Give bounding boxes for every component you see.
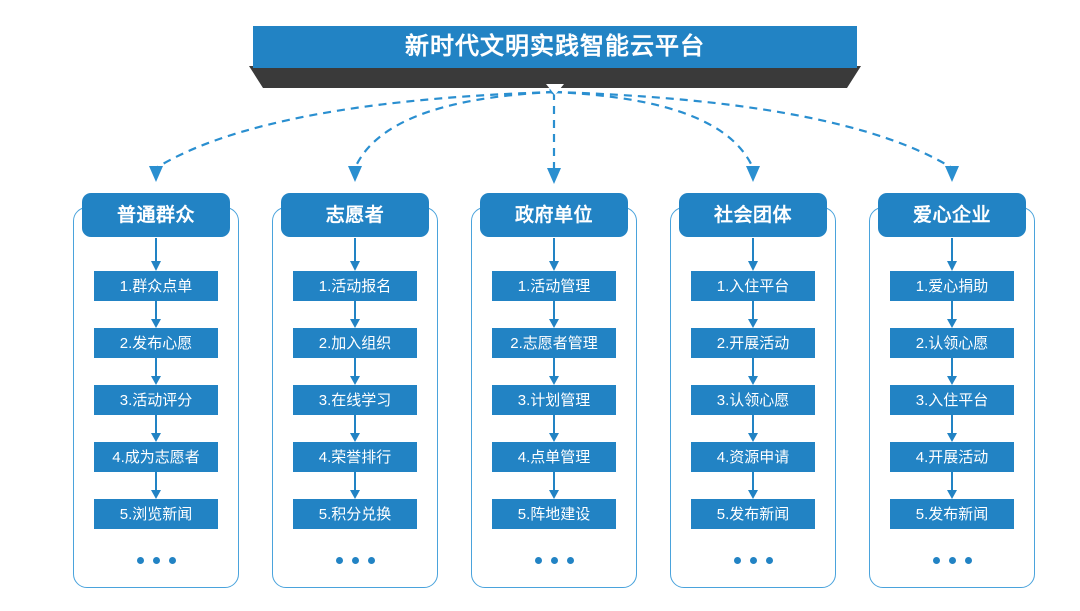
link-arrowhead-4 bbox=[746, 166, 760, 182]
flow-item[interactable]: 2.加入组织 bbox=[293, 328, 417, 358]
down-arrow-icon bbox=[747, 472, 759, 499]
flow-item[interactable]: 3.入住平台 bbox=[890, 385, 1014, 415]
flow-item[interactable]: 3.认领心愿 bbox=[691, 385, 815, 415]
flow-item[interactable]: 1.爱心捐助 bbox=[890, 271, 1014, 301]
down-arrow-icon bbox=[747, 358, 759, 385]
down-arrow-icon bbox=[150, 415, 162, 442]
flow-item[interactable]: 1.入住平台 bbox=[691, 271, 815, 301]
down-arrow-icon bbox=[946, 358, 958, 385]
down-arrow-icon bbox=[349, 415, 361, 442]
down-arrow-icon bbox=[946, 301, 958, 328]
column-header-3[interactable]: 政府单位 bbox=[480, 193, 628, 237]
flow-item[interactable]: 5.发布新闻 bbox=[890, 499, 1014, 529]
column-header-4[interactable]: 社会团体 bbox=[679, 193, 827, 237]
column-items-1: 1.群众点单 2.发布心愿 3.活动评分 4.成为志愿者 5.浏览新闻 bbox=[94, 271, 218, 577]
down-caret-icon bbox=[546, 84, 564, 95]
link-arrowhead-5 bbox=[945, 166, 959, 182]
down-arrow-icon bbox=[946, 472, 958, 499]
more-items-ellipsis bbox=[932, 543, 972, 577]
flow-item[interactable]: 1.活动管理 bbox=[492, 271, 616, 301]
down-arrow-icon bbox=[349, 358, 361, 385]
flow-item[interactable]: 3.计划管理 bbox=[492, 385, 616, 415]
link-arrowhead-3 bbox=[547, 168, 561, 184]
column-header-label: 爱心企业 bbox=[912, 204, 991, 226]
link-to-column-2 bbox=[353, 90, 555, 169]
connector-links bbox=[149, 85, 959, 184]
flow-item[interactable]: 5.阵地建设 bbox=[492, 499, 616, 529]
header-to-first-item-arrow-3 bbox=[548, 238, 560, 271]
column-header-label: 社会团体 bbox=[713, 204, 792, 226]
column-header-5[interactable]: 爱心企业 bbox=[878, 193, 1026, 237]
flow-item[interactable]: 2.志愿者管理 bbox=[492, 328, 616, 358]
flow-item[interactable]: 1.群众点单 bbox=[94, 271, 218, 301]
down-arrow-icon bbox=[548, 472, 560, 499]
header-to-first-item-arrow-4 bbox=[747, 238, 759, 271]
link-to-column-1 bbox=[155, 90, 555, 169]
flow-item[interactable]: 5.浏览新闻 bbox=[94, 499, 218, 529]
flow-item[interactable]: 5.发布新闻 bbox=[691, 499, 815, 529]
column-header-label: 政府单位 bbox=[514, 204, 593, 226]
more-items-ellipsis bbox=[136, 543, 176, 577]
flow-item[interactable]: 2.开展活动 bbox=[691, 328, 815, 358]
down-arrow-icon bbox=[548, 415, 560, 442]
banner-shadow-shape bbox=[249, 66, 861, 88]
platform-title-bar: 新时代文明实践智能云平台 bbox=[253, 26, 857, 68]
more-items-ellipsis bbox=[534, 543, 574, 577]
down-arrow-icon bbox=[946, 415, 958, 442]
down-arrow-icon bbox=[548, 301, 560, 328]
column-header-1[interactable]: 普通群众 bbox=[82, 193, 230, 237]
header-to-first-item-arrow-1 bbox=[150, 238, 162, 271]
down-arrow-icon bbox=[349, 472, 361, 499]
page-title: 新时代文明实践智能云平台 bbox=[405, 33, 705, 60]
flow-item[interactable]: 4.点单管理 bbox=[492, 442, 616, 472]
column-items-2: 1.活动报名 2.加入组织 3.在线学习 4.荣誉排行 5.积分兑换 bbox=[293, 271, 417, 577]
flow-item[interactable]: 4.资源申请 bbox=[691, 442, 815, 472]
more-items-ellipsis bbox=[733, 543, 773, 577]
down-arrow-icon bbox=[747, 301, 759, 328]
flow-item[interactable]: 2.发布心愿 bbox=[94, 328, 218, 358]
column-items-5: 1.爱心捐助 2.认领心愿 3.入住平台 4.开展活动 5.发布新闻 bbox=[890, 271, 1014, 577]
column-items-3: 1.活动管理 2.志愿者管理 3.计划管理 4.点单管理 5.阵地建设 bbox=[492, 271, 616, 577]
link-arrowhead-1 bbox=[149, 166, 163, 182]
flow-item[interactable]: 4.开展活动 bbox=[890, 442, 1014, 472]
down-arrow-icon bbox=[150, 301, 162, 328]
flow-item[interactable]: 3.活动评分 bbox=[94, 385, 218, 415]
down-arrow-icon bbox=[548, 358, 560, 385]
down-arrow-icon bbox=[747, 415, 759, 442]
flow-item[interactable]: 4.荣誉排行 bbox=[293, 442, 417, 472]
column-items-4: 1.入住平台 2.开展活动 3.认领心愿 4.资源申请 5.发布新闻 bbox=[691, 271, 815, 577]
header-to-first-item-arrow-2 bbox=[349, 238, 361, 271]
link-to-column-5 bbox=[553, 90, 953, 169]
column-header-label: 普通群众 bbox=[116, 204, 195, 226]
header-to-first-item-arrow-5 bbox=[946, 238, 958, 271]
flow-item[interactable]: 5.积分兑换 bbox=[293, 499, 417, 529]
flow-item[interactable]: 2.认领心愿 bbox=[890, 328, 1014, 358]
down-arrow-icon bbox=[150, 472, 162, 499]
down-arrow-icon bbox=[349, 301, 361, 328]
flow-item[interactable]: 3.在线学习 bbox=[293, 385, 417, 415]
link-arrowhead-2 bbox=[348, 166, 362, 182]
flow-item[interactable]: 4.成为志愿者 bbox=[94, 442, 218, 472]
column-header-2[interactable]: 志愿者 bbox=[281, 193, 429, 237]
flow-item[interactable]: 1.活动报名 bbox=[293, 271, 417, 301]
more-items-ellipsis bbox=[335, 543, 375, 577]
column-header-label: 志愿者 bbox=[325, 204, 385, 226]
down-arrow-icon bbox=[150, 358, 162, 385]
platform-title-banner: 新时代文明实践智能云平台 bbox=[249, 26, 861, 95]
